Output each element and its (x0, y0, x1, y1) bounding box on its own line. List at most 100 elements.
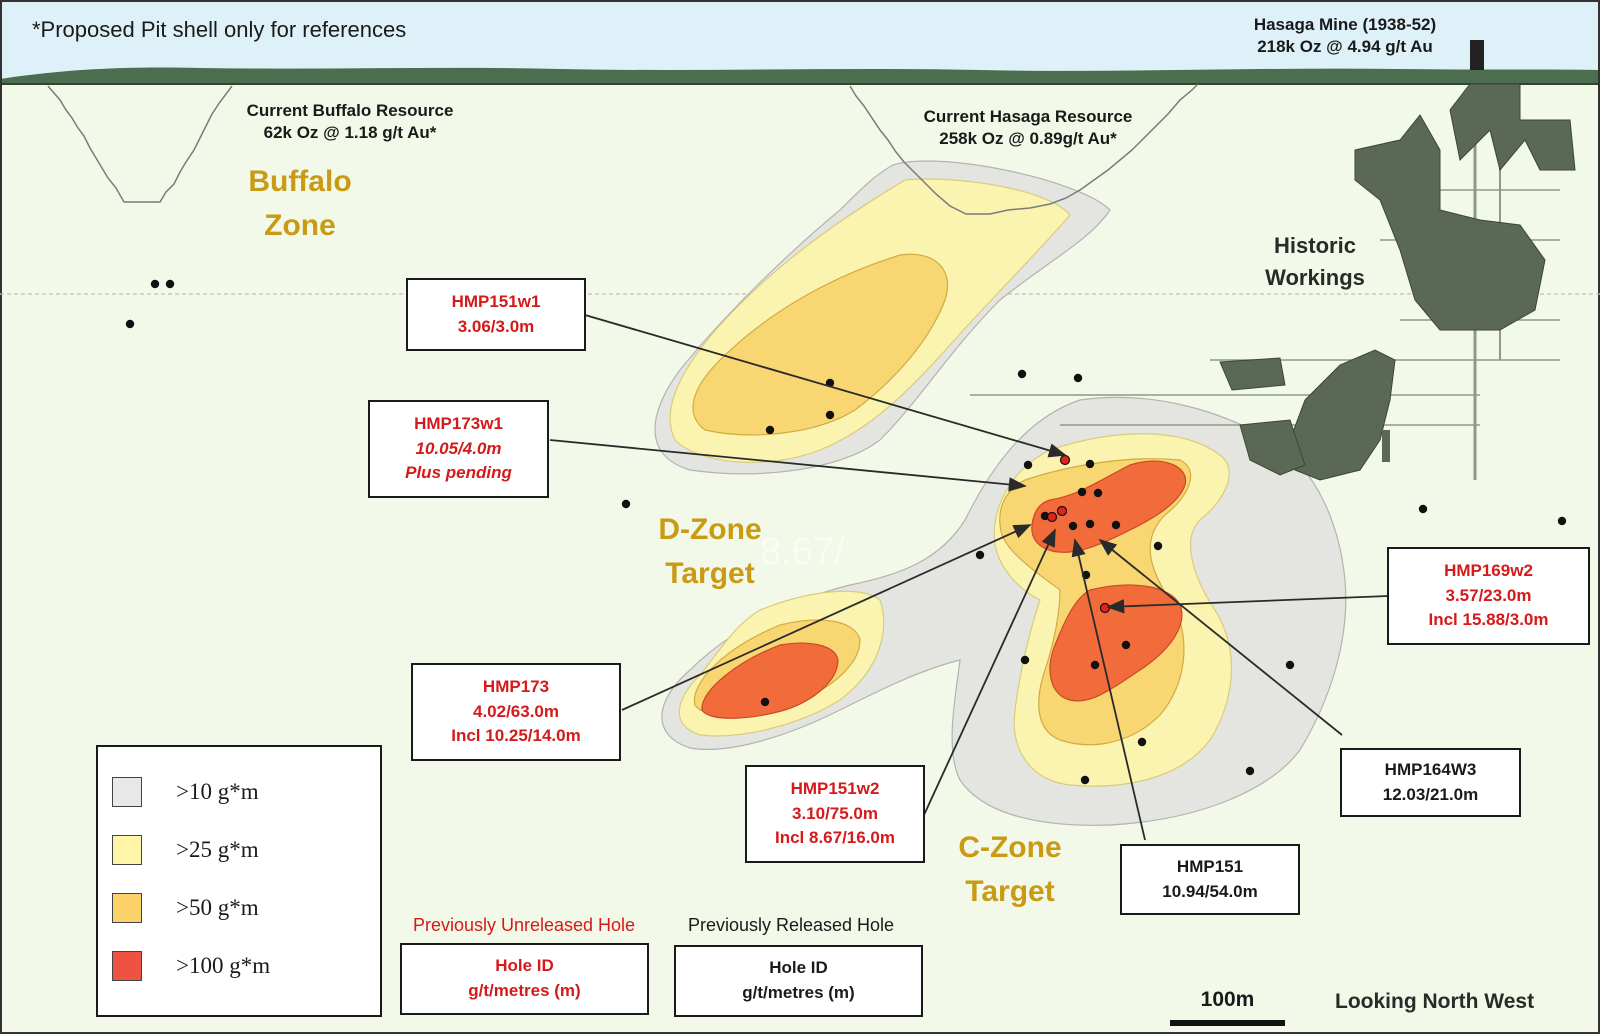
new-drill-pierce-point (1046, 511, 1058, 523)
workings-stope-1 (1449, 83, 1576, 172)
drill-pierce-point (1121, 640, 1131, 650)
historic-workings (970, 40, 1576, 481)
key-unreleased-caption: Previously Unreleased Hole (412, 915, 636, 935)
drill-pierce-point (1090, 660, 1100, 670)
drill-pierce-point (975, 550, 985, 560)
key-released-line-2: g/t/metres (m) (742, 983, 855, 1002)
c-zone-contour-100-a (1031, 460, 1187, 553)
c-zone-line-1: C-Zone (958, 831, 1062, 864)
legend-row-100: >100 g*m (112, 951, 270, 981)
callout-hmp151w2: HMP151w2 3.10/75.0m Incl 8.67/16.0m (745, 765, 925, 863)
drill-pierce-point (1077, 487, 1087, 497)
legend-row-10: >10 g*m (112, 777, 259, 807)
scale-bar (1170, 1020, 1285, 1026)
buffalo-resource-label: Current Buffalo Resource 62k Oz @ 1.18 g… (230, 100, 470, 144)
drill-pierce-point (1085, 459, 1095, 469)
historic-workings-line-2: Workings (1265, 264, 1365, 290)
key-unreleased-line-1: Hole ID (495, 956, 554, 976)
workings-stope-2 (1354, 114, 1546, 331)
scale-bar-label: 100m (1200, 988, 1255, 1011)
legend-swatch-50 (112, 893, 142, 923)
callout-hmp151w1-grade: 3.06/3.0m (457, 316, 535, 336)
drill-pierce-point (1093, 488, 1103, 498)
callout-hmp169w2-incl: Incl 15.88/3.0m (1428, 610, 1549, 630)
new-drill-pierce-point (1099, 602, 1111, 614)
hasaga-mine-resource: 218k Oz @ 4.94 g/t Au (1257, 37, 1433, 57)
callout-hmp169w2-grade: 3.57/23.0m (1445, 585, 1532, 605)
drill-pierce-point (1111, 520, 1121, 530)
legend-swatch-10 (112, 777, 142, 807)
buffalo-resource-value: 62k Oz @ 1.18 g/t Au* (263, 123, 437, 143)
callout-hmp173-grade: 4.02/63.0m (472, 701, 559, 721)
callout-hmp151: HMP151 10.94/54.0m (1120, 844, 1300, 915)
legend-label-100: >100 g*m (176, 953, 271, 978)
d-zone-label: D-Zone Target (630, 508, 790, 595)
drill-pierce-point (1153, 541, 1163, 551)
drill-pierce-point (760, 697, 770, 707)
workings-stope-5 (1239, 419, 1306, 476)
arrow-hmp164w3 (1098, 538, 1343, 736)
callout-hmp173w1: HMP173w1 10.05/4.0m Plus pending (368, 400, 549, 498)
callout-hmp173-id: HMP173 (482, 677, 550, 697)
drill-pierce-point (1080, 775, 1090, 785)
callout-hmp164w3-grade: 12.03/21.0m (1382, 784, 1479, 804)
buffalo-zone-line-1: Buffalo (248, 165, 352, 198)
legend-swatch-25 (112, 835, 142, 865)
ground-surface (0, 67, 1600, 84)
legend-label-50: >50 g*m (176, 895, 259, 920)
callout-hmp151w1-id: HMP151w1 (451, 291, 541, 311)
arrow-hmp151w2 (923, 528, 1056, 816)
new-drill-pierce-point (1056, 505, 1068, 517)
key-unreleased-line-2: g/t/metres (m) (468, 981, 581, 1000)
hasaga-mine-label: Hasaga Mine (1938-52) 218k Oz @ 4.94 g/t… (1230, 14, 1460, 58)
d-zone-line-2: Target (665, 556, 755, 590)
hasaga-resource-value: 258k Oz @ 0.89g/t Au* (939, 129, 1117, 149)
legend-label-10: >10 g*m (176, 779, 259, 804)
c-zone-contour-100-b (1049, 584, 1183, 702)
drill-pierce-point (1285, 660, 1295, 670)
callout-hmp151-grade: 10.94/54.0m (1162, 881, 1258, 901)
drill-pierce-point (1557, 516, 1567, 526)
drill-pierce-point (150, 279, 160, 289)
hasaga-resource-title: Current Hasaga Resource (923, 107, 1133, 126)
historic-workings-label: Historic Workings (1240, 230, 1390, 294)
drill-pierce-point (1085, 519, 1095, 529)
view-direction-label: Looking North West (1335, 990, 1535, 1013)
callout-arrows (549, 314, 1389, 841)
legend-row-25: >25 g*m (112, 835, 259, 865)
callout-hmp173w1-id: HMP173w1 (414, 414, 503, 434)
callout-hmp151-id: HMP151 (1176, 856, 1244, 876)
arrow-hmp169w2 (1106, 595, 1389, 614)
buffalo-resource-title: Current Buffalo Resource (246, 101, 454, 120)
sky-band (0, 0, 1600, 78)
key-released-box: Hole ID g/t/metres (m) (674, 945, 923, 1017)
callout-hmp151w1: HMP151w1 3.06/3.0m (406, 278, 586, 351)
drill-pierce-point (1023, 460, 1033, 470)
callout-hmp173-incl: Incl 10.25/14.0m (451, 726, 581, 746)
workings-stope-3 (1219, 357, 1286, 391)
drill-pierce-point (825, 410, 835, 420)
arrow-hmp151w1 (584, 314, 1067, 458)
c-zone-contour-100-c (701, 642, 839, 719)
workings-raise (1382, 430, 1390, 462)
key-unreleased-box: Hole ID g/t/metres (m) (400, 943, 649, 1015)
arrow-hmp173w1 (549, 439, 1027, 492)
key-released-line-1: Hole ID (769, 958, 828, 978)
callout-hmp173: HMP173 4.02/63.0m Incl 10.25/14.0m (411, 663, 621, 761)
drill-pierce-point (1073, 373, 1083, 383)
callout-hmp169w2: HMP169w2 3.57/23.0m Incl 15.88/3.0m (1387, 547, 1590, 645)
drill-pierce-point (125, 319, 135, 329)
callout-hmp169w2-id: HMP169w2 (1444, 561, 1533, 581)
arrow-hmp151 (1071, 538, 1146, 841)
drill-pierce-point (165, 279, 175, 289)
legend-label-25: >25 g*m (176, 837, 259, 862)
legend-row-50: >50 g*m (112, 893, 259, 923)
watermark-text: 8.67/ (760, 531, 845, 573)
hasaga-resource-label: Current Hasaga Resource 258k Oz @ 0.89g/… (912, 106, 1144, 150)
callout-hmp164w3-id: HMP164W3 (1384, 759, 1477, 779)
callout-hmp173w1-note: Plus pending (405, 463, 512, 483)
legend-swatch-100 (112, 951, 142, 981)
callout-hmp151w2-grade: 3.10/75.0m (791, 803, 878, 823)
